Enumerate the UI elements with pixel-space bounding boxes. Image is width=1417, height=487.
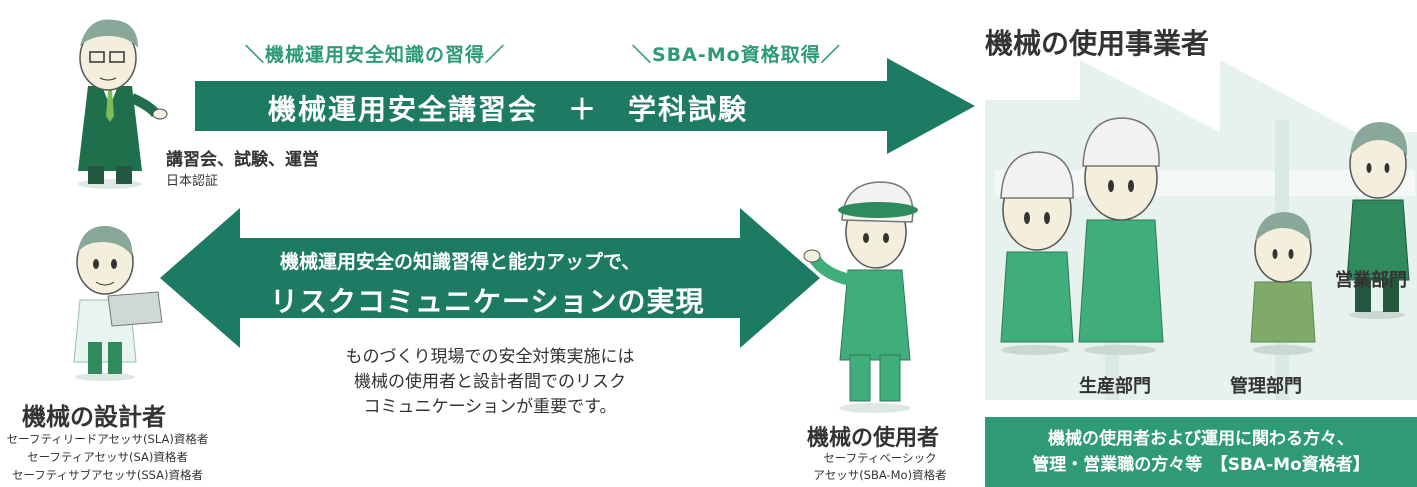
explanation-text: ものづくり現場での安全対策実施には 機械の使用者と設計者間でのリスク コミュニケ… bbox=[290, 345, 690, 420]
bi-arrow-line2: リスクコミュニケーションの実現 bbox=[270, 285, 705, 318]
dept-production-label: 生産部門 bbox=[1079, 376, 1151, 397]
tag-knowledge: ＼機械運用安全知識の習得／ bbox=[245, 44, 506, 66]
machine-user-illustration bbox=[803, 181, 918, 413]
explanation-line: 機械の使用者と設計者間でのリスク bbox=[354, 372, 626, 392]
explanation-line: ものづくり現場での安全対策実施には bbox=[345, 347, 635, 367]
user-qualification: アセッサ(SBA-Mo)資格者 bbox=[813, 468, 947, 482]
production-worker-1 bbox=[1000, 151, 1074, 355]
explanation-line: コミュニケーションが重要です。 bbox=[363, 397, 617, 417]
top-flow-arrow bbox=[195, 58, 975, 154]
designer-title: 機械の設計者 bbox=[22, 403, 166, 431]
designer-illustration bbox=[73, 225, 163, 381]
dept-sales-label: 営業部門 bbox=[1335, 270, 1407, 291]
business-title: 機械の使用事業者 bbox=[985, 27, 1210, 60]
instructor-org: 日本認証 bbox=[166, 174, 219, 189]
instructor-illustration bbox=[78, 19, 168, 189]
management-worker bbox=[1250, 212, 1316, 355]
banner-line1: 機械の使用者および運用に関わる方々、 bbox=[1048, 429, 1354, 449]
designer-qualification: セーフティリードアセッサ(SLA)資格者 bbox=[6, 432, 209, 446]
designer-qualifications: セーフティリードアセッサ(SLA)資格者 セーフティアセッサ(SA)資格者 セー… bbox=[0, 430, 215, 484]
user-qualification: セーフティベーシック bbox=[823, 451, 937, 465]
dept-management-label: 管理部門 bbox=[1230, 376, 1302, 397]
risk-communication-arrow-shape bbox=[160, 208, 820, 348]
factory-scene bbox=[985, 60, 1417, 400]
user-qualifications: セーフティベーシック アセッサ(SBA-Mo)資格者 bbox=[800, 450, 960, 484]
sales-worker bbox=[1346, 122, 1410, 319]
production-worker-2 bbox=[1078, 117, 1164, 355]
instructor-role: 講習会、試験、運営 bbox=[166, 150, 319, 170]
risk-communication-arrow bbox=[160, 208, 820, 348]
tag-qualification: ＼SBA-Mo資格取得／ bbox=[632, 44, 841, 66]
top-flow-arrow-shape bbox=[195, 58, 975, 154]
banner-line2: 管理・営業職の方々等 【SBA-Mo資格者】 bbox=[1032, 455, 1370, 475]
designer-qualification: セーフティサブアセッサ(SSA)資格者 bbox=[11, 468, 204, 482]
sba-mo-banner: 機械の使用者および運用に関わる方々、 管理・営業職の方々等 【SBA-Mo資格者… bbox=[985, 417, 1417, 487]
designer-qualification: セーフティアセッサ(SA)資格者 bbox=[27, 450, 188, 464]
top-arrow-label: 機械運用安全講習会 ＋ 学科試験 bbox=[268, 93, 749, 126]
user-title: 機械の使用者 bbox=[807, 426, 940, 451]
bi-arrow-line1: 機械運用安全の知識習得と能力アップで、 bbox=[280, 251, 641, 273]
